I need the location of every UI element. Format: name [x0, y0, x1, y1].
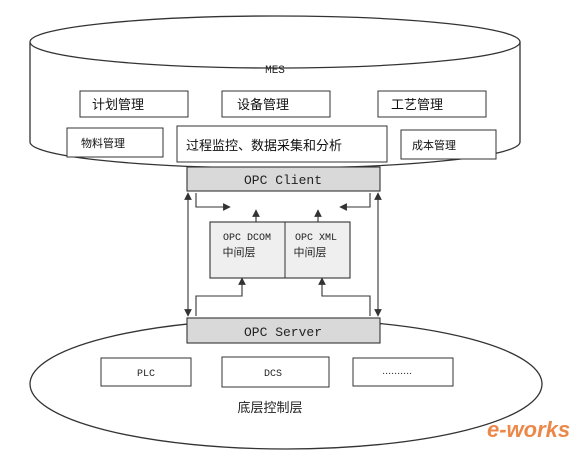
monitoring-box [176, 125, 388, 163]
plan-management-box [79, 90, 189, 118]
client-to-dcom [195, 193, 231, 211]
xml-label-line1: OPC XML [295, 233, 337, 244]
opc-server-label: OPC Server [244, 325, 322, 340]
dcom-label-line1: OPC DCOM [223, 233, 271, 244]
dcom-label-line2: 中间层 [223, 246, 256, 259]
opc-client-bar [186, 166, 381, 192]
plc-label: PLC [137, 369, 155, 380]
material-management-label: 物料管理 [81, 136, 125, 150]
dcs-label: DCS [264, 369, 282, 380]
dcom-to-server [195, 277, 246, 316]
equipment-management-label: 设备管理 [237, 97, 289, 113]
opc-server-bar [186, 317, 381, 344]
cost-management-box [400, 129, 497, 160]
process-management-box [377, 90, 487, 118]
equipment-management-box [221, 90, 331, 118]
dcs-box [221, 356, 330, 388]
monitoring-label: 过程监控、数据采集和分析 [186, 138, 342, 154]
plc-box [100, 357, 192, 387]
xml-to-server [318, 277, 371, 316]
plan-management-label: 计划管理 [92, 98, 144, 113]
process-management-label: 工艺管理 [391, 98, 443, 113]
middleware-box [209, 221, 351, 279]
mes-title: MES [265, 65, 285, 77]
opc-client-label: OPC Client [244, 173, 322, 188]
client-to-xml [339, 193, 371, 211]
connector-lines [184, 192, 382, 317]
material-management-box [66, 127, 164, 158]
xml-label-line2: 中间层 [294, 246, 327, 259]
control-layer-title: 底层控制层 [237, 400, 302, 416]
cost-management-label: 成本管理 [412, 138, 456, 152]
watermark-text: e-works [487, 417, 570, 442]
more-devices-label: ………. [382, 367, 412, 377]
eworks-watermark-logo: e-works [487, 417, 570, 442]
more-devices-box [352, 357, 454, 387]
